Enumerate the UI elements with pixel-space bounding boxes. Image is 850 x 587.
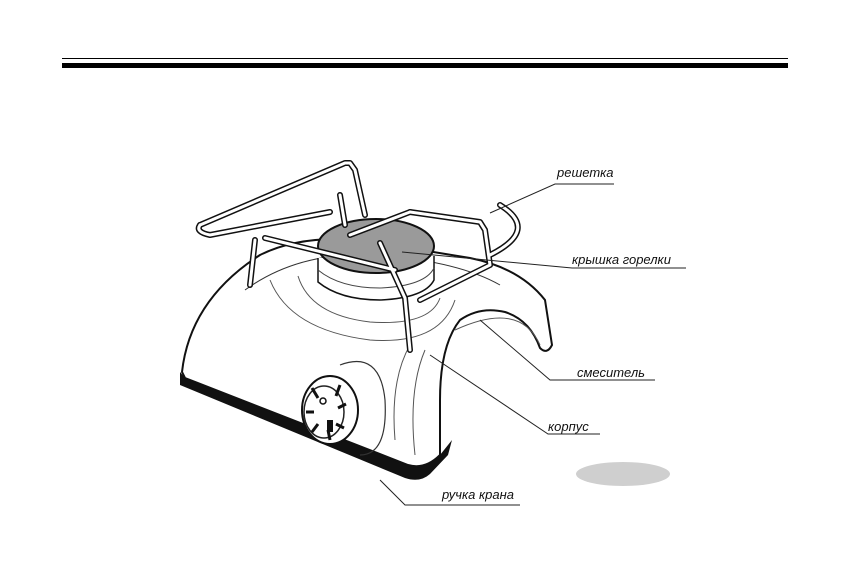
valve-knob [302, 376, 358, 444]
label-body: корпус [548, 420, 589, 434]
label-valve-knob: ручка крана [442, 488, 514, 502]
label-grate: решетка [557, 166, 614, 180]
label-burner-cap: крышка горелки [572, 253, 671, 267]
grey-oval [576, 462, 670, 486]
label-mixer: смеситель [577, 366, 645, 380]
